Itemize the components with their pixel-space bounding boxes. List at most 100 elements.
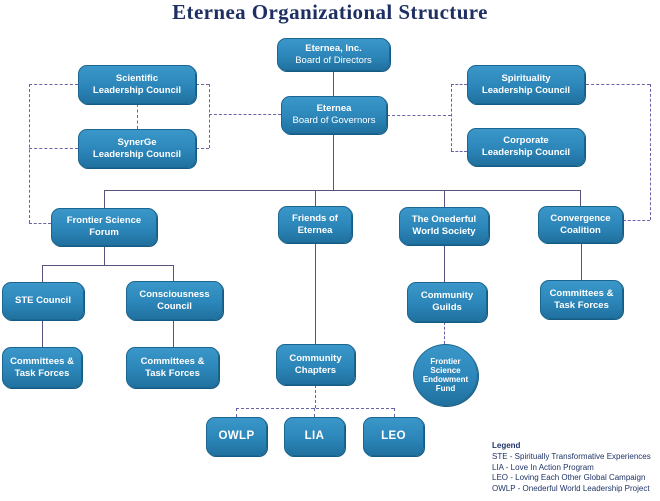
node-sublabel: Board of Directors (295, 54, 372, 66)
connector-tree-horizontal (104, 190, 581, 191)
node-board-of-governors: Eternea Board of Governors (281, 96, 387, 134)
page-title: Eternea Organizational Structure (172, 0, 488, 24)
legend-item-owlp: OWLP - Onederful World Leadership Projec… (492, 484, 650, 494)
node-label: Leadership Council (481, 147, 571, 158)
node-label: Spirituality (501, 72, 551, 84)
legend-item-leo: LEO - Loving Each Other Global Campaign (492, 473, 646, 483)
node-label: Committees & (10, 355, 74, 367)
node-label: Leadership Council (92, 84, 182, 96)
connector-onederful-to-guilds (444, 245, 445, 282)
dashed-inner-right-vertical (451, 84, 452, 151)
connector-drop-convergence (580, 190, 581, 206)
dashed-outer-left-vertical (29, 84, 30, 223)
connector-frontier-down (104, 246, 105, 265)
dashed-drop-lia (314, 408, 315, 417)
dashed-spirituality-to-outer-right (586, 84, 650, 85)
node-label: Task Forces (14, 367, 70, 379)
node-label: Eternea (316, 103, 352, 115)
legend-item-ste: STE - Spiritually Transformative Experie… (492, 451, 651, 461)
node-friends-of-eternea: Friends of Eternea (278, 206, 352, 243)
node-committees-task-forces-consciousness: Committees & Task Forces (126, 347, 219, 388)
node-frontier-science-endowment-fund: Frontier Science Endowment Fund (413, 344, 478, 406)
connector-drop-onederful (444, 190, 445, 207)
node-label: Eternea, Inc. (305, 42, 362, 54)
dashed-governors-right-to-junction (387, 115, 451, 116)
node-consciousness-council: Consciousness Council (126, 281, 223, 320)
dashed-junction-to-spirituality (451, 84, 467, 85)
node-corporate-leadership-council: Corporate Leadership Council (467, 128, 585, 166)
dashed-outer-left-to-synerge (29, 148, 78, 149)
node-label: LEO (381, 430, 406, 443)
node-label: World Society (412, 226, 476, 237)
dashed-junction-to-corporate (451, 151, 467, 152)
connector-drop-ste (42, 265, 43, 282)
connector-drop-consciousness (173, 265, 174, 281)
node-frontier-science-forum: Frontier Science Forum (51, 208, 157, 246)
connector-drop-frontier (104, 190, 105, 208)
legend: Legend STE - Spiritually Transformative … (492, 441, 651, 495)
node-community-chapters: Community Chapters (276, 344, 355, 385)
node-label: Leadership Council (481, 84, 571, 96)
node-label: Endowment (422, 375, 469, 384)
node-label: Guilds (432, 302, 462, 313)
connector-frontier-children-horizontal (42, 265, 173, 266)
dashed-drop-leo (394, 408, 395, 417)
node-label: Convergence (550, 212, 611, 224)
legend-item-lia: LIA - Love In Action Program (492, 462, 594, 472)
node-synerge-leadership-council: SynerGe Leadership Council (78, 129, 196, 168)
node-label: Friends of (292, 212, 338, 224)
node-label: Coalition (560, 224, 601, 236)
node-label: Task Forces (145, 367, 200, 379)
node-community-guilds: Community Guilds (407, 282, 487, 322)
connector-convergence-to-committees (581, 243, 582, 280)
node-label: The Onederful (411, 214, 477, 226)
node-owlp: OWLP (206, 417, 267, 456)
node-label: Science (430, 365, 461, 375)
node-label: LIA (304, 430, 325, 443)
node-label: Fund (435, 384, 456, 394)
dashed-outer-left-to-scientific (29, 84, 78, 85)
connector-ste-to-committees (42, 320, 43, 347)
dashed-scientific-to-synerge (137, 104, 138, 129)
dashed-drop-owlp (236, 408, 237, 417)
node-label: Forum (89, 227, 119, 238)
dashed-inner-left-vertical (209, 84, 210, 148)
dashed-outer-left-to-frontier (29, 223, 51, 224)
dashed-outer-right-vertical (650, 84, 651, 220)
node-leo: LEO (363, 417, 424, 456)
dashed-outer-right-to-convergence (623, 220, 650, 221)
dashed-programs-horizontal (236, 408, 394, 409)
node-label: Eternea (297, 224, 333, 236)
dashed-junction-to-governors-left (209, 114, 281, 115)
node-committees-task-forces-convergence: Committees & Task Forces (540, 280, 623, 319)
node-label: Frontier Science (66, 215, 142, 227)
node-label: Task Forces (554, 299, 609, 311)
node-label: Frontier (430, 356, 461, 366)
connector-friends-to-chapters (315, 243, 316, 344)
node-lia: LIA (284, 417, 345, 456)
dashed-scientific-to-junction (196, 84, 209, 85)
node-label: Committees & (140, 355, 205, 367)
node-label: Consciousness (139, 288, 210, 300)
connector-consciousness-to-committees (173, 320, 174, 347)
node-label: Scientific (115, 72, 159, 84)
dashed-synerge-to-junction (196, 148, 209, 149)
node-label: Council (157, 300, 192, 312)
node-onederful-world-society: The Onederful World Society (399, 207, 489, 245)
node-spirituality-leadership-council: Spirituality Leadership Council (467, 65, 585, 104)
node-committees-task-forces-ste: Committees & Task Forces (2, 347, 82, 388)
node-label: OWLP (218, 430, 255, 443)
node-scientific-leadership-council: Scientific Leadership Council (78, 65, 196, 104)
dashed-chapters-down (315, 385, 316, 408)
node-eternea-inc: Eternea, Inc. Board of Directors (277, 38, 390, 71)
node-label: Corporate (503, 135, 549, 147)
node-label: Chapters (294, 364, 337, 376)
connector-governors-to-tree (333, 134, 334, 190)
legend-heading: Legend (492, 441, 521, 450)
node-label: Leadership Council (92, 148, 182, 160)
node-sublabel: Board of Governors (292, 115, 376, 126)
dashed-guilds-to-endowment (444, 322, 445, 344)
node-ste-council: STE Council (2, 282, 84, 320)
node-convergence-coalition: Convergence Coalition (538, 206, 623, 243)
